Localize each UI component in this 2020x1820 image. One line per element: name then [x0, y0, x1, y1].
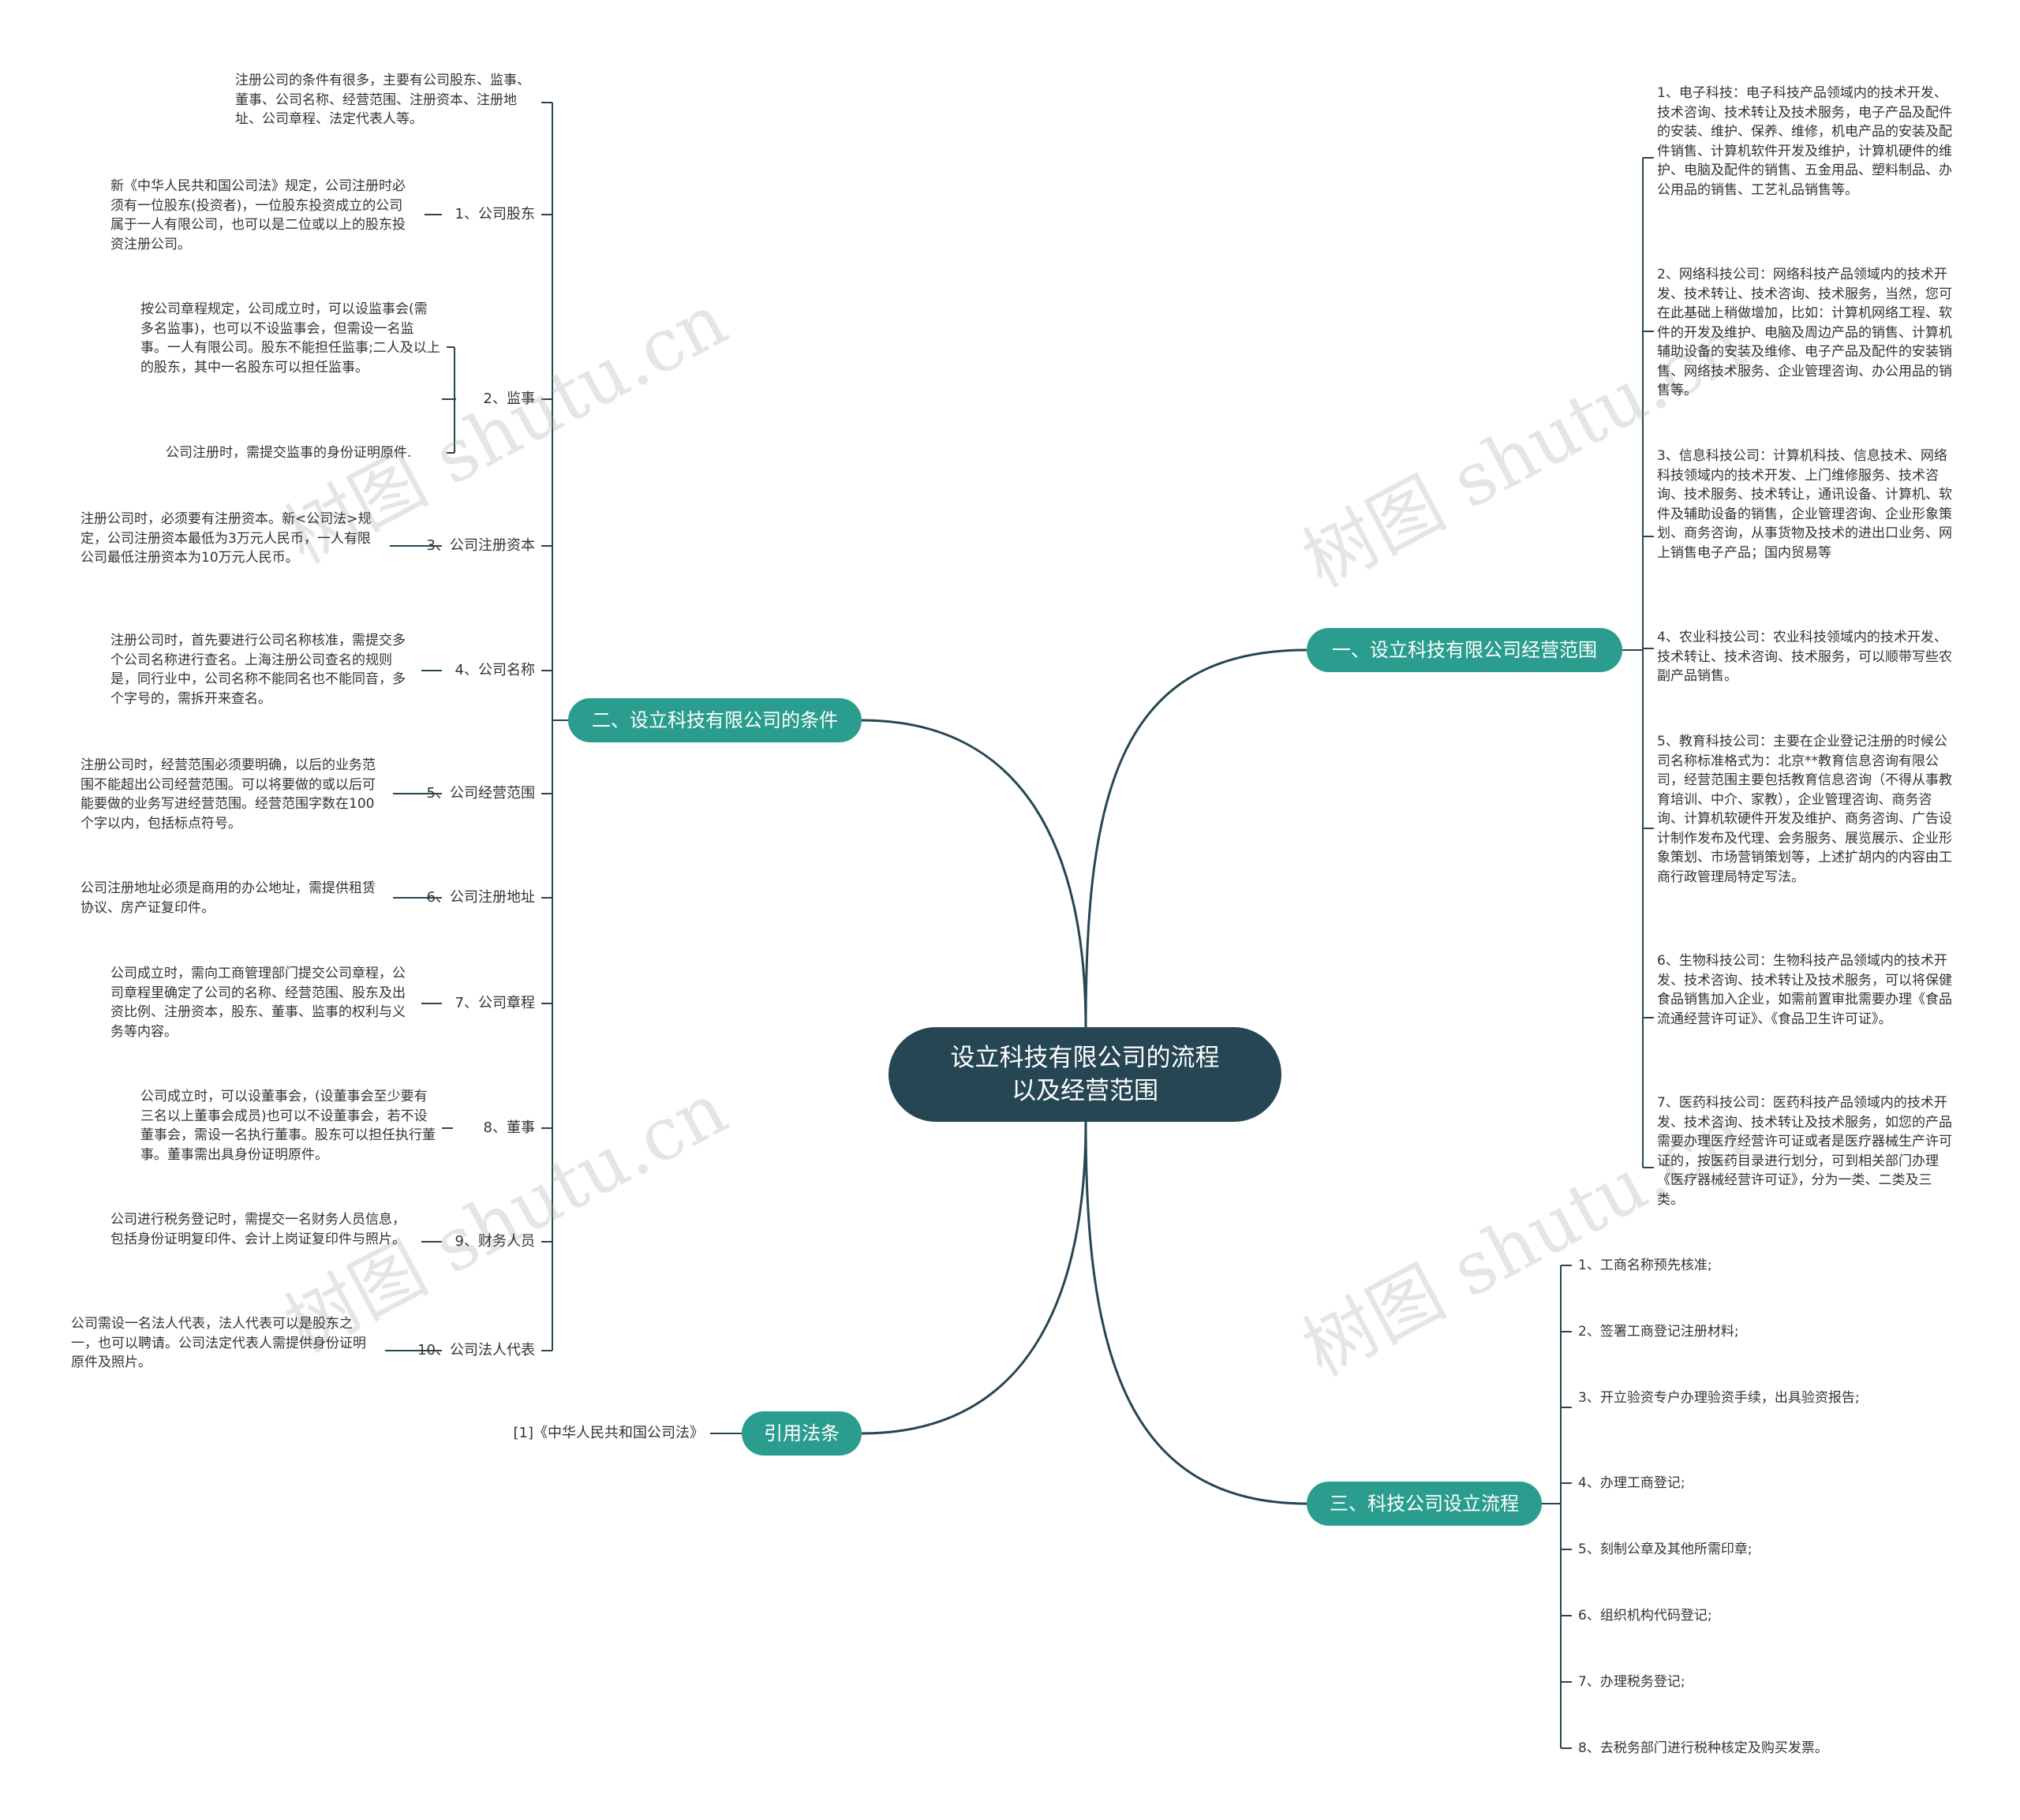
condition-detail[interactable]: 公司需设一名法人代表，法人代表可以是股东之一，也可以聘请。公司法定代表人需提供身… — [71, 1316, 366, 1370]
condition-detail[interactable]: 公司成立时，可以设董事会，(设董事会至少要有三名以上董事会成员)也可以不设董事会… — [140, 1089, 436, 1163]
condition-company-name[interactable]: 4、公司名称 — [454, 662, 535, 678]
link-center-citation — [861, 1121, 1087, 1435]
condition-legal-rep[interactable]: 10、公司法人代表 — [417, 1342, 535, 1358]
branch-citation[interactable]: 引用法条 — [742, 1411, 862, 1456]
process-step[interactable]: 6、组织机构代码登记; — [1578, 1608, 1712, 1624]
central-topic-line2: 以及经营范围 — [1012, 1077, 1158, 1105]
branch-business-scope[interactable]: 一、设立科技有限公司经营范围 — [1307, 628, 1622, 672]
process-step[interactable]: 5、刻制公章及其他所需印章; — [1578, 1542, 1753, 1557]
condition-detail[interactable]: 新《中华人民共和国公司法》规定，公司注册时必须有一位股东(投资者)，一位股东投资… — [110, 178, 406, 252]
condition-detail[interactable]: 公司进行税务登记时，需提交一名财务人员信息，包括身份证明复印件、会计上岗证复印件… — [110, 1212, 406, 1247]
conditions-intro[interactable]: 注册公司的条件有很多，主要有公司股东、监事、董事、公司名称、经营范围、注册资本、… — [235, 73, 530, 127]
scope-item[interactable]: 2、网络科技公司：网络科技产品领域内的技术开发、技术转让、技术咨询、技术服务，当… — [1657, 267, 1952, 398]
condition-registered-address[interactable]: 6、公司注册地址 — [426, 889, 535, 906]
scope-item[interactable]: 4、农业科技公司：农业科技领域内的技术开发、技术转让、技术咨询、技术服务，可以顺… — [1657, 630, 1952, 684]
branch-setup-process[interactable]: 三、科技公司设立流程 — [1307, 1482, 1542, 1526]
condition-detail[interactable]: 公司注册时，需提交监事的身份证明原件. — [166, 445, 412, 461]
condition-business-scope[interactable]: 5、公司经营范围 — [426, 785, 535, 802]
condition-detail[interactable]: 注册公司时，必须要有注册资本。新<公司法>规定，公司注册资本最低为3万元人民币，… — [80, 511, 372, 566]
condition-articles[interactable]: 7、公司章程 — [454, 995, 535, 1011]
condition-detail[interactable]: 注册公司时，经营范围必须要明确，以后的业务范围不能超出公司经营范围。可以将要做的… — [80, 757, 376, 832]
process-step[interactable]: 3、开立验资专户办理验资手续，出具验资报告; — [1578, 1390, 1860, 1406]
condition-directors[interactable]: 8、董事 — [483, 1119, 535, 1136]
scope-item[interactable]: 5、教育科技公司：主要在企业登记注册的时候公司名称标准格式为：北京**教育信息咨… — [1657, 734, 1952, 885]
scope-item[interactable]: 7、医药科技公司：医药科技产品领域内的技术开发、技术咨询、技术转让及技术服务，如… — [1657, 1095, 1952, 1208]
scope-item[interactable]: 1、电子科技：电子科技产品领域内的技术开发、技术咨询、技术转让及技术服务，电子产… — [1657, 85, 1952, 198]
branch-conditions[interactable]: 二、设立科技有限公司的条件 — [568, 698, 862, 742]
process-step[interactable]: 7、办理税务登记; — [1578, 1674, 1685, 1690]
citation-item[interactable]: [1]《中华人民共和国公司法》 — [513, 1425, 705, 1441]
condition-detail[interactable]: 公司成立时，需向工商管理部门提交公司章程，公司章程里确定了公司的名称、经营范围、… — [110, 966, 406, 1040]
process-step[interactable]: 1、工商名称预先核准; — [1578, 1258, 1712, 1273]
link-center-conditions — [861, 719, 1087, 1028]
central-topic-line1: 设立科技有限公司的流程 — [950, 1044, 1220, 1072]
condition-detail[interactable]: 按公司章程规定，公司成立时，可以设监事会(需多名监事)，也可以不设监事会，但需设… — [140, 301, 440, 376]
process-step[interactable]: 8、去税务部门进行税种核定及购买发票。 — [1578, 1740, 1828, 1756]
condition-detail[interactable]: 注册公司时，首先要进行公司名称核准，需提交多个公司名称进行查名。上海注册公司查名… — [110, 633, 406, 707]
link-center-process — [1084, 1121, 1307, 1505]
central-topic[interactable]: 设立科技有限公司的流程 以及经营范围 — [888, 1027, 1281, 1122]
condition-shareholders[interactable]: 1、公司股东 — [454, 206, 535, 222]
condition-finance-staff[interactable]: 9、财务人员 — [454, 1233, 535, 1250]
condition-registered-capital[interactable]: 3、公司注册资本 — [426, 537, 535, 554]
link-center-scope — [1084, 648, 1307, 1028]
scope-item[interactable]: 6、生物科技公司：生物科技产品领域内的技术开发、技术咨询、技术转让及技术服务，可… — [1657, 953, 1952, 1027]
scope-item[interactable]: 3、信息科技公司：计算机科技、信息技术、网络科技领域内的技术开发、上门维修服务、… — [1657, 448, 1952, 561]
condition-supervisor[interactable]: 2、监事 — [483, 391, 535, 407]
condition-detail[interactable]: 公司注册地址必须是商用的办公地址，需提供租赁协议、房产证复印件。 — [80, 880, 376, 916]
process-step[interactable]: 4、办理工商登记; — [1578, 1475, 1685, 1491]
process-step[interactable]: 2、签署工商登记注册材料; — [1578, 1324, 1739, 1340]
